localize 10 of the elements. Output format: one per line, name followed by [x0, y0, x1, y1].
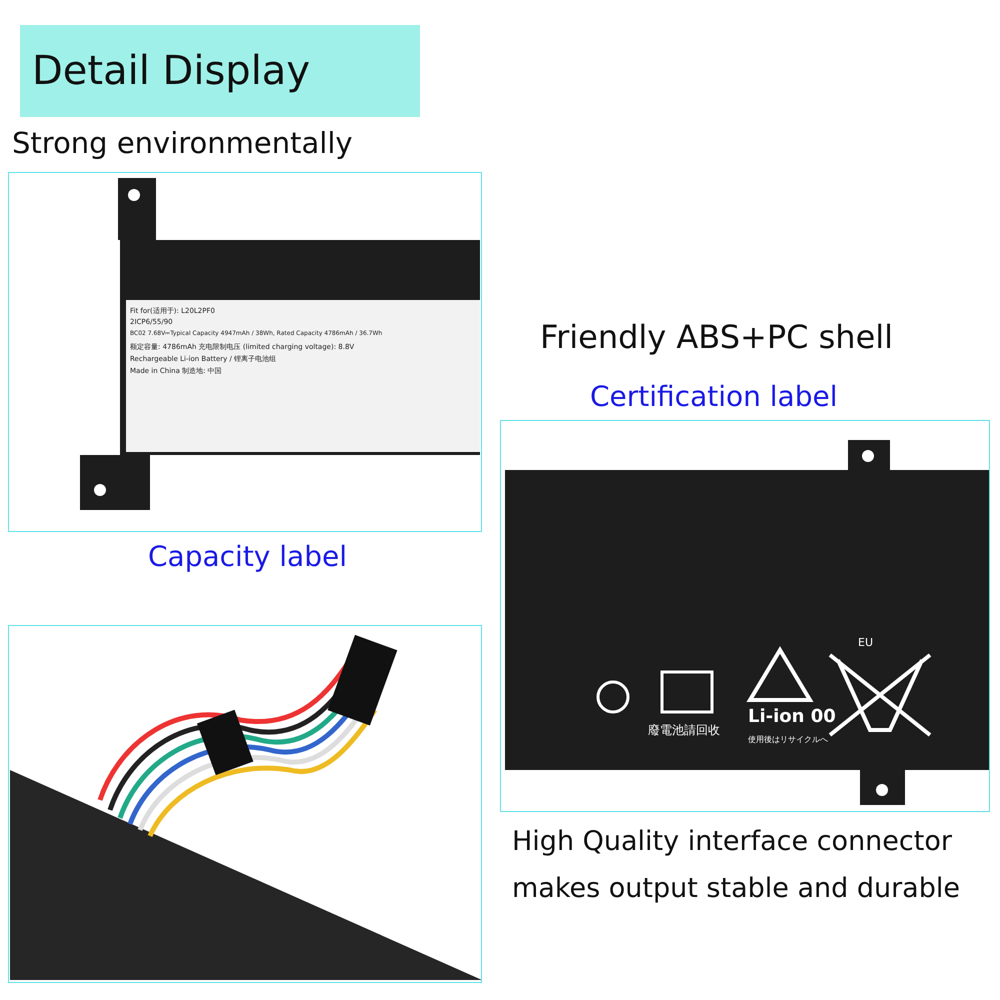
heading: Friendly ABS+PC shell	[540, 318, 894, 356]
caption: Capacity label	[148, 540, 347, 573]
label-text: 使用後はリサイクルへ	[748, 734, 828, 745]
label-text: EU	[858, 636, 874, 649]
heading: Strong environmentally	[12, 126, 353, 160]
caption: Certification label	[590, 380, 838, 413]
label-text: Li-ion 00	[748, 706, 836, 727]
label-text: 廢電池請回收	[648, 722, 720, 739]
heading: High Quality interface connector makes output stable and durable	[512, 825, 961, 906]
title: Detail Display	[20, 25, 420, 117]
